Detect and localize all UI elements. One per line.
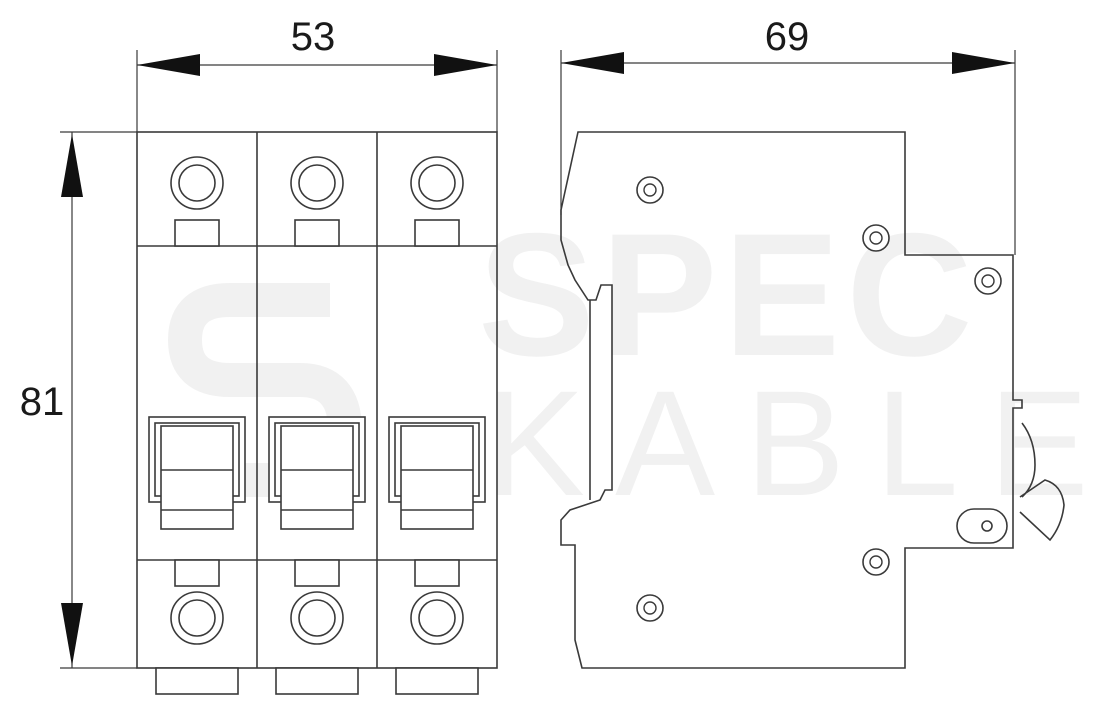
pole-3 xyxy=(388,156,486,695)
dimension-height: 81 xyxy=(20,131,137,669)
height-label: 81 xyxy=(20,380,65,424)
side-view xyxy=(560,131,1065,669)
terminal-screw-inner xyxy=(178,164,216,202)
mounting-foot xyxy=(275,667,359,695)
terminal-screw-inner xyxy=(298,164,336,202)
terminal-tab xyxy=(174,219,220,247)
width-label: 53 xyxy=(291,15,336,59)
rivet-outer xyxy=(862,224,890,252)
rivet-inner xyxy=(643,601,657,615)
switch-lever xyxy=(280,425,354,530)
slot-rivet xyxy=(981,520,993,532)
rivet-outer xyxy=(636,594,664,622)
rivet-outer xyxy=(974,267,1002,295)
depth-label: 69 xyxy=(765,15,810,59)
switch-lever xyxy=(400,425,474,530)
rivet-inner xyxy=(981,274,995,288)
terminal-tab xyxy=(414,219,460,247)
rivet-inner xyxy=(643,183,657,197)
toggle-lever xyxy=(1019,422,1065,542)
pole-2 xyxy=(268,156,366,695)
front-view xyxy=(136,131,498,695)
dimension-depth: 69 xyxy=(560,15,1016,255)
rivet-inner xyxy=(869,231,883,245)
rivet-inner xyxy=(869,555,883,569)
arrow-left xyxy=(137,54,200,76)
terminal-screw-inner xyxy=(418,599,456,637)
side-outline xyxy=(560,131,1023,669)
watermark-line2: KABLE xyxy=(485,359,1103,527)
dimension-width: 53 xyxy=(136,15,498,132)
mounting-foot xyxy=(155,667,239,695)
arrow-up xyxy=(61,134,83,197)
arrow-right xyxy=(952,52,1015,74)
pole-1 xyxy=(148,156,246,695)
switch-lever xyxy=(160,425,234,530)
terminal-tab xyxy=(294,559,340,587)
terminal-screw-inner xyxy=(178,599,216,637)
arrow-right xyxy=(434,54,497,76)
rivet-outer xyxy=(636,176,664,204)
rivet-outer xyxy=(862,548,890,576)
side-slot xyxy=(956,508,1008,544)
terminal-screw-inner xyxy=(418,164,456,202)
mounting-foot xyxy=(395,667,479,695)
terminal-tab xyxy=(174,559,220,587)
arrow-left xyxy=(561,52,624,74)
terminal-tab xyxy=(294,219,340,247)
terminal-screw-inner xyxy=(298,599,336,637)
arrow-down xyxy=(61,603,83,666)
terminal-tab xyxy=(414,559,460,587)
